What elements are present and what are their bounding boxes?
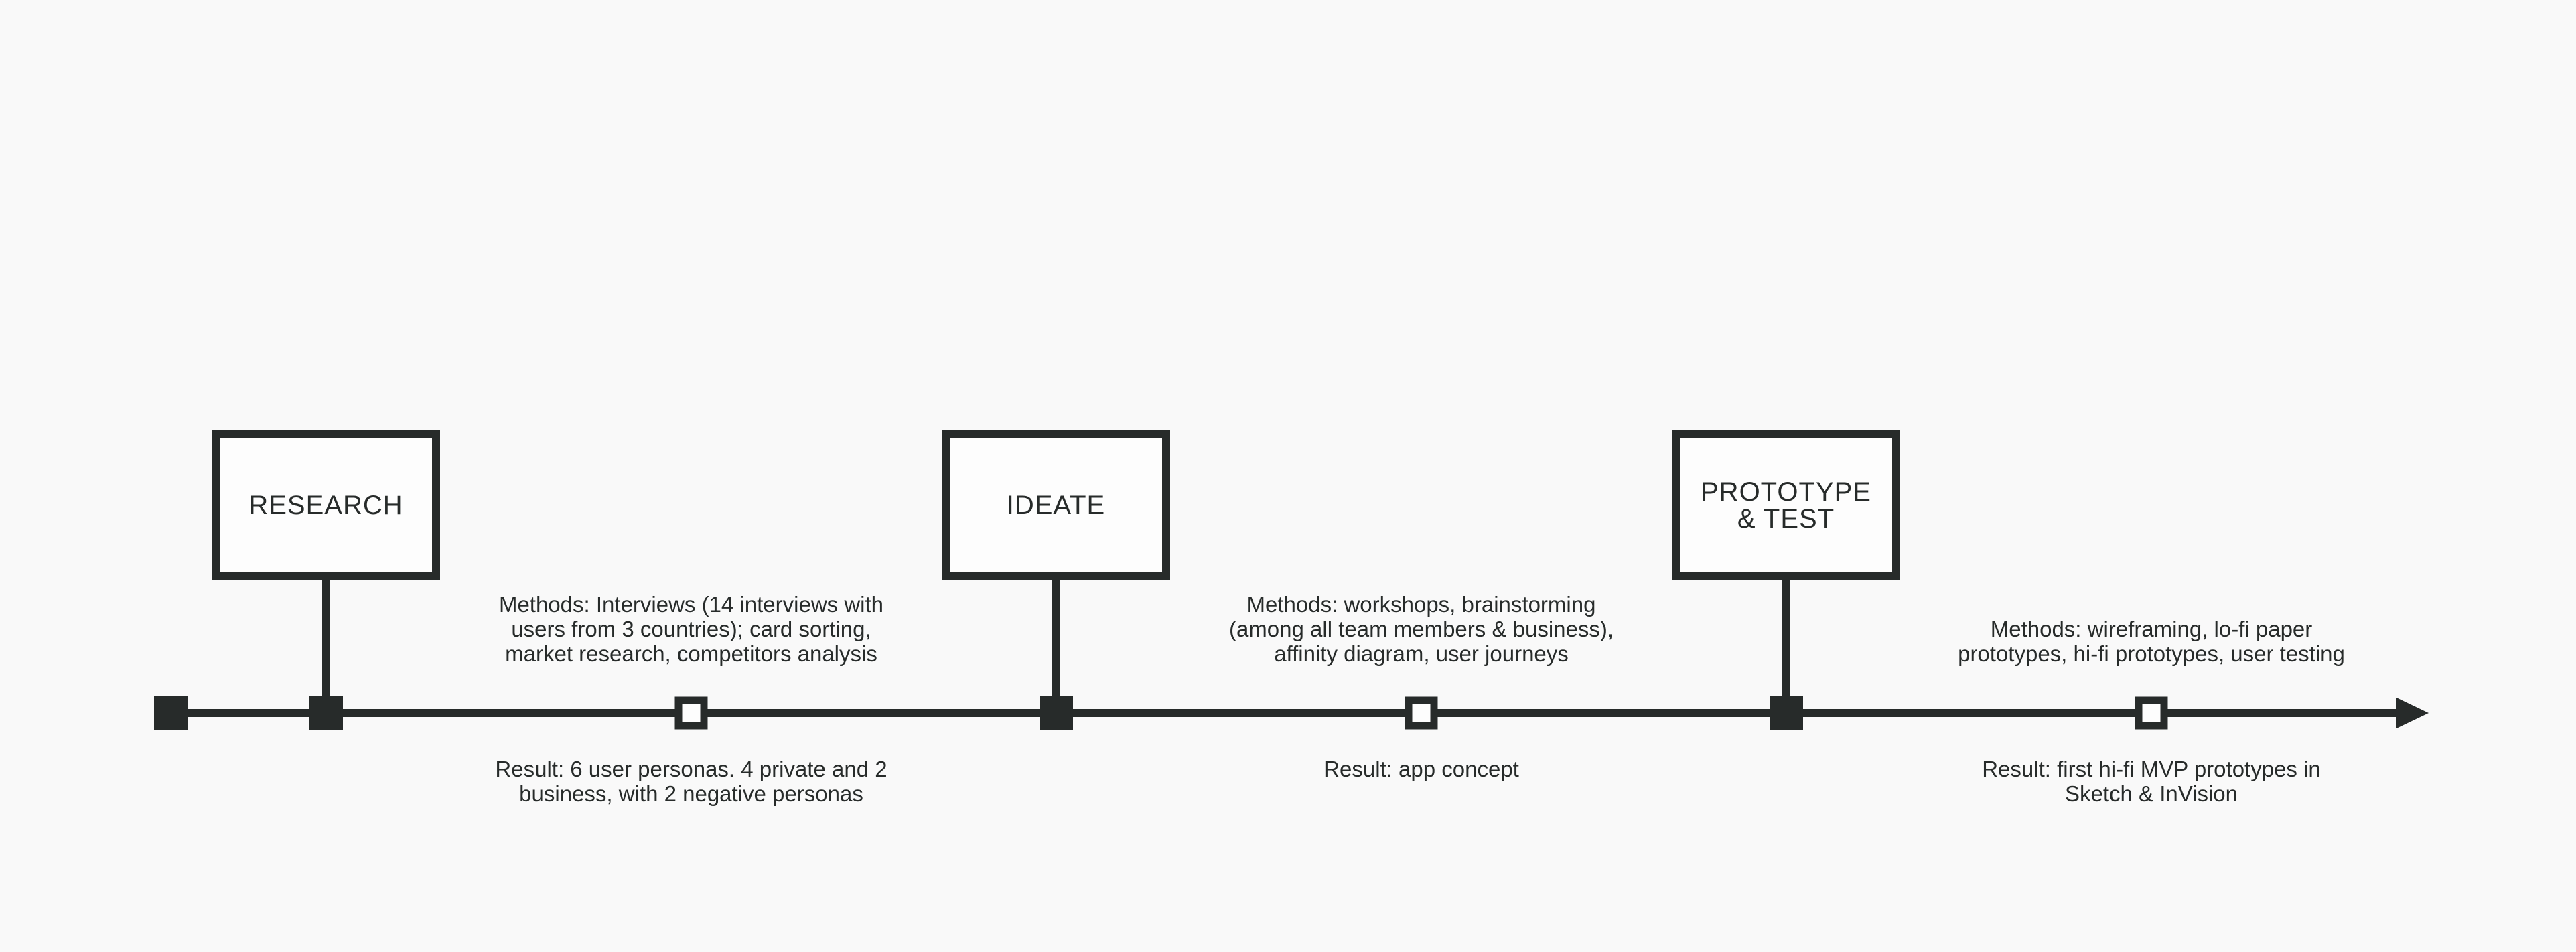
result-note-1: Result: 6 user personas. 4 private and 2… — [495, 757, 887, 806]
phase-box-prototype-test: PROTOTYPE & TEST — [1672, 430, 1900, 580]
methods-note-3: Methods: wireframing, lo-fi paper protot… — [1958, 617, 2345, 666]
phase-label-research: RESEARCH — [248, 490, 403, 520]
phase-marker-prototype-test-icon — [1770, 696, 1803, 730]
end-arrow-icon — [2396, 698, 2429, 728]
methods-note-2: Methods: workshops, brainstorming (among… — [1228, 592, 1614, 666]
result-note-3: Result: first hi-fi MVP prototypes in Sk… — [1982, 757, 2321, 806]
phase-label-prototype-test: PROTOTYPE & TEST — [1701, 477, 1871, 534]
phase-marker-research-icon — [309, 696, 343, 730]
step-marker-2-icon — [1405, 696, 1438, 730]
step-marker-3-icon — [2135, 696, 2168, 730]
methods-note-1: Methods: Interviews (14 interviews with … — [498, 592, 884, 666]
phase-box-research: RESEARCH — [212, 430, 440, 580]
phase-marker-ideate-icon — [1040, 696, 1073, 730]
phase-box-ideate: IDEATE — [942, 430, 1170, 580]
phase-label-ideate: IDEATE — [1006, 490, 1106, 520]
step-marker-1-icon — [674, 696, 708, 730]
start-square-icon — [154, 696, 188, 730]
result-note-2: Result: app concept — [1323, 757, 1519, 781]
